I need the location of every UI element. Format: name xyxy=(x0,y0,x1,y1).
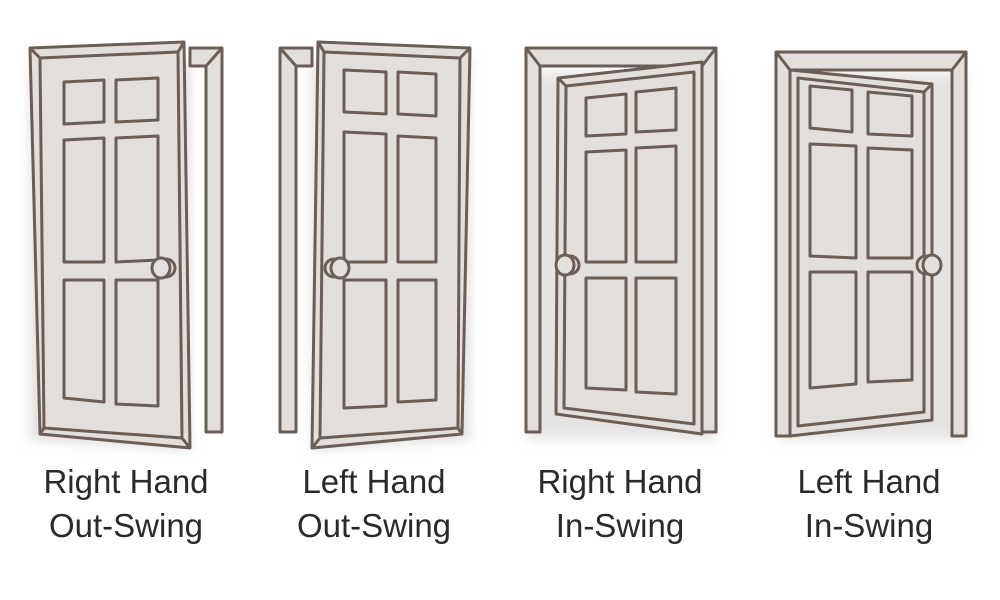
caption-left-hand-in-swing: Left Hand In-Swing xyxy=(749,460,989,548)
caption-line-1: Right Hand xyxy=(537,463,703,500)
door-left-hand-in-swing-icon xyxy=(774,50,968,440)
caption-left-hand-out-swing: Left Hand Out-Swing xyxy=(254,460,494,548)
door-left-hand-out-swing-icon xyxy=(278,40,472,450)
caption-line-2: Out-Swing xyxy=(296,507,452,544)
caption-line-1: Right Hand xyxy=(43,463,209,500)
caption-line-2: In-Swing xyxy=(555,507,685,544)
caption-line-1: Left Hand xyxy=(797,463,941,500)
caption-line-1: Left Hand xyxy=(302,463,446,500)
door-right-hand-out-swing-icon xyxy=(28,40,224,450)
caption-right-hand-out-swing: Right Hand Out-Swing xyxy=(6,460,246,548)
caption-line-2: Out-Swing xyxy=(48,507,204,544)
caption-line-2: In-Swing xyxy=(804,507,934,544)
caption-right-hand-in-swing: Right Hand In-Swing xyxy=(500,460,740,548)
door-right-hand-in-swing-icon xyxy=(524,46,718,440)
